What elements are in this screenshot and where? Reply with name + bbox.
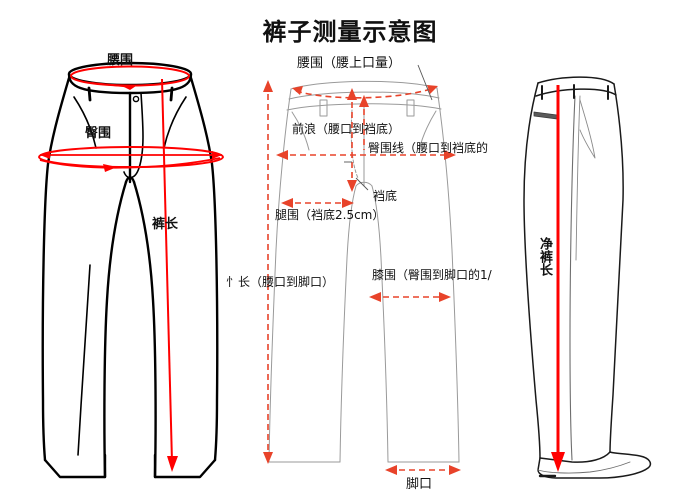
- right-measure-overlay: [551, 85, 565, 472]
- label-thigh: 腿围（裆底2.5cm）: [275, 208, 385, 222]
- label-hip-left: 臀围: [85, 126, 112, 141]
- middle-leader-lines: [344, 64, 433, 191]
- label-net-pant-length: 净裤长: [537, 237, 552, 276]
- label-hip-line: 臀围线（腰口到裆底的: [368, 141, 489, 155]
- middle-arrowheads: [263, 80, 461, 475]
- label-leg-opening: 脚口: [406, 477, 433, 492]
- label-total-length: 忄长（腰口到脚口）: [226, 275, 335, 289]
- label-knee: 膝围（臀围到脚口的1/: [372, 268, 492, 282]
- label-waist-left: 腰围: [107, 53, 134, 68]
- right-trouser-outline: [523, 76, 652, 479]
- middle-trouser-outline: [268, 80, 460, 463]
- label-front-rise: 前浪（腰口到裆底）: [292, 122, 401, 136]
- label-pant-length-left: 裤长: [152, 217, 179, 232]
- page-title: 裤子测量示意图: [262, 18, 438, 46]
- middle-dimension-arrows: [267, 84, 457, 471]
- label-crotch-bottom: 裆底: [373, 189, 398, 203]
- left-measure-overlays: [38, 65, 224, 472]
- label-waist-middle: 腰围（腰上口量）: [297, 56, 402, 71]
